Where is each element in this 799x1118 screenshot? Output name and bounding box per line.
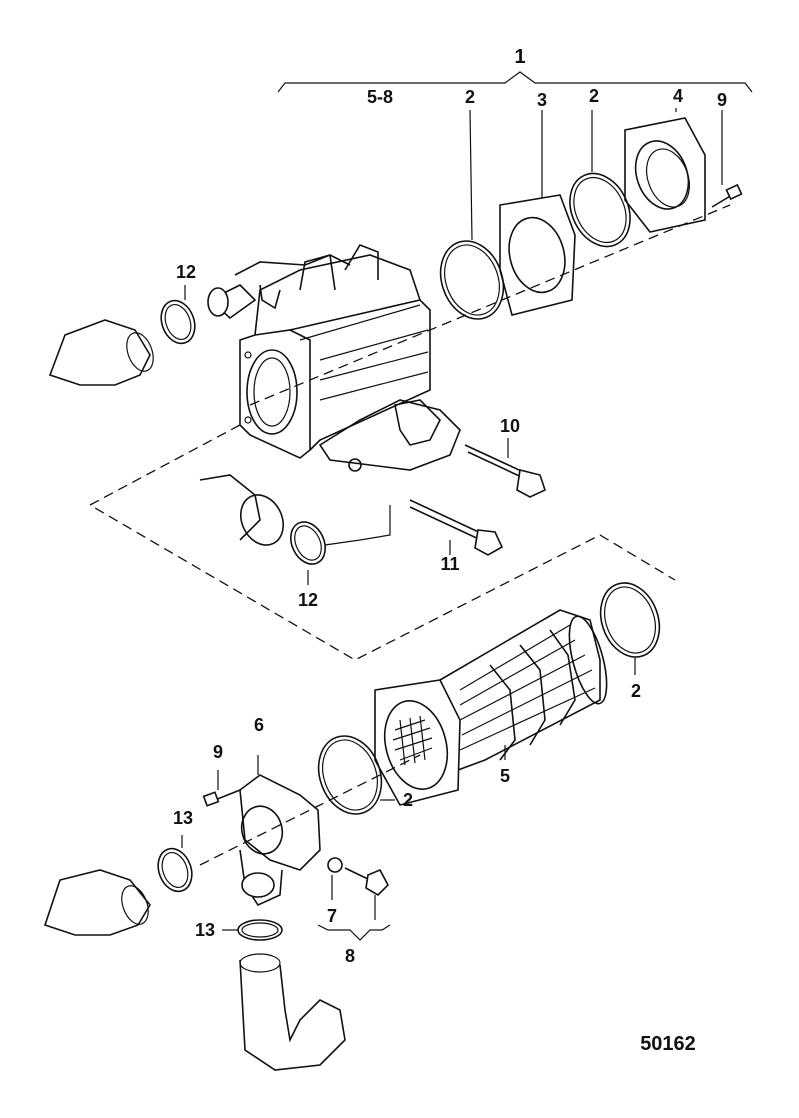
callout-13-left: 13 bbox=[173, 808, 193, 828]
callout-7: 7 bbox=[327, 906, 337, 926]
heat-exchanger-core-5 bbox=[374, 609, 608, 806]
alignment-line-top bbox=[249, 204, 731, 406]
callout-8: 8 bbox=[345, 946, 355, 966]
callout-9-lower: 9 bbox=[213, 742, 223, 762]
screw-9-lower bbox=[202, 770, 241, 807]
callout-6: 6 bbox=[254, 715, 264, 735]
cooler-housing bbox=[207, 244, 461, 472]
alignment-line-loop bbox=[88, 424, 676, 661]
end-cap-4 bbox=[624, 108, 706, 233]
screw-9-top bbox=[711, 110, 743, 208]
plate-3 bbox=[499, 110, 576, 316]
alignment-line-lower bbox=[199, 754, 421, 866]
bolt-10 bbox=[464, 438, 546, 498]
callout-1: 1 bbox=[514, 46, 525, 68]
callout-3: 3 bbox=[537, 90, 547, 110]
callout-2-d: 2 bbox=[403, 790, 413, 810]
callout-4: 4 bbox=[673, 86, 683, 106]
callout-5-8: 5-8 bbox=[367, 87, 393, 107]
bracket-item-1 bbox=[277, 71, 753, 93]
hose-clamp-13-bottom bbox=[222, 919, 346, 1071]
gasket-2-lower bbox=[317, 735, 395, 815]
hose-clamp-13-left bbox=[43, 835, 193, 936]
callout-2-c: 2 bbox=[631, 681, 641, 701]
hose-clamp-12-middle bbox=[199, 474, 391, 585]
callout-12-top: 12 bbox=[176, 262, 196, 282]
gasket-2-top-right bbox=[569, 110, 631, 248]
hose-clamp-12-top bbox=[48, 285, 196, 386]
callout-12-middle: 12 bbox=[298, 590, 318, 610]
callout-2-b: 2 bbox=[589, 86, 599, 106]
callout-2-a: 2 bbox=[465, 87, 475, 107]
bolt-11 bbox=[409, 499, 504, 556]
callout-10: 10 bbox=[500, 416, 520, 436]
outlet-housing-6 bbox=[239, 755, 321, 907]
callout-5: 5 bbox=[500, 766, 510, 786]
callout-11: 11 bbox=[440, 554, 459, 574]
gasket-2-top-left bbox=[439, 109, 505, 320]
callout-9-top: 9 bbox=[717, 90, 727, 110]
gasket-2-middle-right bbox=[599, 582, 661, 675]
drain-plug-7-8 bbox=[317, 857, 391, 941]
figure-number: 50162 bbox=[640, 1033, 696, 1055]
callout-13-bottom: 13 bbox=[195, 920, 215, 940]
